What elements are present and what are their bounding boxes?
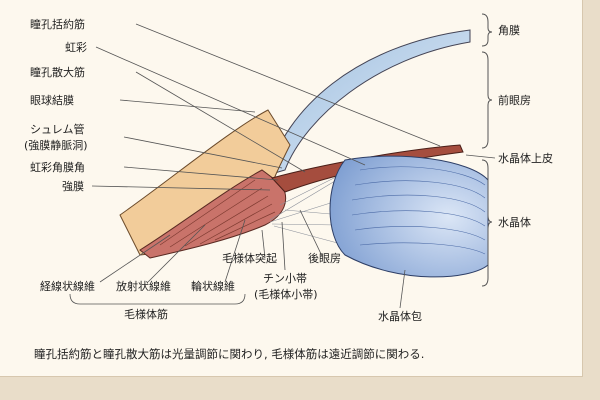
label-ciliary-process: 毛様体突起 [222,251,277,265]
figure-caption: 瞳孔括約筋と瞳孔散大筋は光量調節に関わり, 毛様体筋は遠近調節に関わる. [34,347,424,361]
label-pupil-sphincter: 瞳孔括約筋 [30,17,85,31]
label-cornea: 角膜 [498,24,520,37]
label-lens: 水晶体 [498,215,531,229]
label-sclera: 強膜 [62,180,84,193]
cornea-shape [267,29,471,176]
lens-layers [351,166,486,255]
label-posterior-chamber: 後眼房 [308,251,341,265]
label-radial-fibers: 放射状線維 [116,279,171,293]
label-lens-epithelium: 水晶体上皮 [498,151,553,165]
muscle-fibers [159,179,276,248]
label-ciliary-muscle: 毛様体筋 [124,307,168,321]
label-zonule-alt: (毛様体小帯) [254,287,318,301]
lens-shape [329,155,489,278]
label-pupil-dilator: 瞳孔散大筋 [30,65,85,79]
label-zonule: チン小帯 [263,272,307,285]
leader-lines [69,23,496,309]
label-conjunctiva: 眼球結膜 [30,93,74,107]
label-circular-fibers: 輪状線維 [191,279,235,293]
label-iridocorneal-angle: 虹彩角膜角 [30,161,85,174]
label-lens-capsule: 水晶体包 [378,309,422,323]
label-schlemm-canal-alt: (強膜静脈洞) [24,138,88,152]
label-meridional-fibers: 経線状線維 [40,279,95,293]
label-iris: 虹彩 [65,41,87,54]
right-brackets [481,13,493,287]
ciliary-muscle-shape [139,169,287,259]
label-anterior-chamber: 前眼房 [498,93,531,107]
label-schlemm-canal: シュレム管 [30,122,85,136]
